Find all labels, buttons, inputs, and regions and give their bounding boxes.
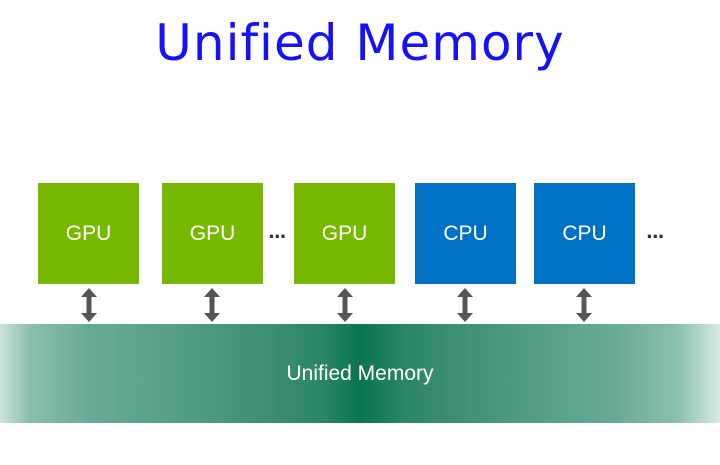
bidirectional-arrow-icon bbox=[457, 288, 473, 322]
cpu-box-2: CPU bbox=[534, 183, 635, 284]
unified-memory-band: Unified Memory bbox=[0, 324, 720, 423]
cpu-label: CPU bbox=[562, 221, 607, 245]
bidirectional-arrow-icon bbox=[337, 288, 353, 322]
cpu-label: CPU bbox=[443, 221, 488, 245]
ellipsis-cpu: ... bbox=[646, 222, 664, 243]
ellipsis-gpu: ... bbox=[268, 222, 286, 243]
gpu-box-1: GPU bbox=[38, 183, 139, 284]
gpu-label: GPU bbox=[321, 221, 368, 245]
diagram-title: Unified Memory bbox=[155, 14, 565, 72]
gpu-box-2: GPU bbox=[162, 183, 263, 284]
gpu-box-3: GPU bbox=[294, 183, 395, 284]
memory-label: Unified Memory bbox=[286, 361, 434, 385]
bidirectional-arrow-icon bbox=[204, 288, 220, 322]
cpu-box-1: CPU bbox=[415, 183, 516, 284]
gpu-label: GPU bbox=[189, 221, 236, 245]
bidirectional-arrow-icon bbox=[576, 288, 592, 322]
gpu-label: GPU bbox=[65, 221, 112, 245]
bidirectional-arrow-icon bbox=[81, 288, 97, 322]
